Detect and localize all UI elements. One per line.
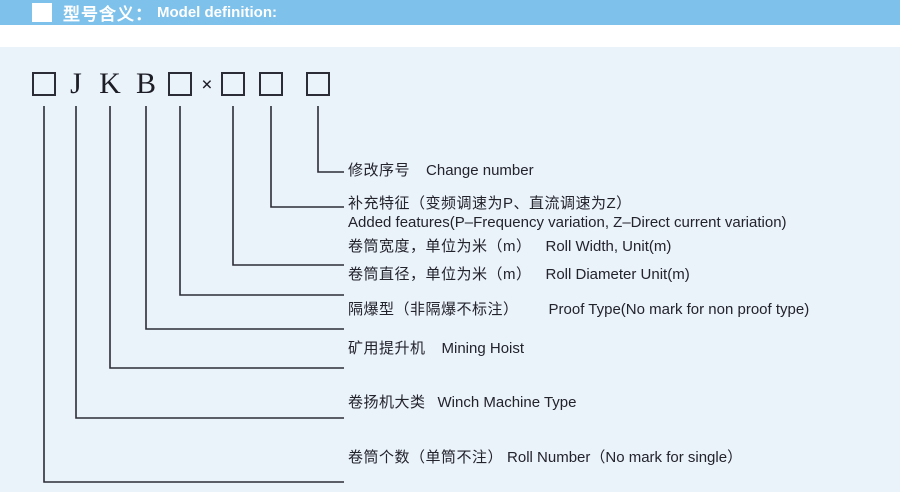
label-roll-diameter-en: Roll Diameter Unit(m): [545, 266, 690, 283]
label-mining-hoist-en: Mining Hoist: [441, 340, 525, 357]
model-box-roll-diameter: [168, 72, 192, 96]
connector-change-number: [317, 106, 344, 173]
connector-proof-type: [145, 106, 344, 330]
label-added-features-en: Added features(P–Frequency variation, Z–…: [348, 214, 787, 231]
label-added-features: 补充特征（变频调速为P、直流调速为Z） Added features(P–Fre…: [348, 194, 787, 232]
model-box-change-number: [306, 72, 330, 96]
label-proof-type-en: Proof Type(No mark for non proof type): [548, 301, 810, 318]
model-box-roll-width: [221, 72, 245, 96]
label-roll-number: 卷筒个数（单筒不注） Roll Number（No mark for singl…: [348, 449, 742, 467]
connector-added-features: [270, 106, 344, 208]
multiply-sign: ×: [201, 74, 213, 96]
label-mining-hoist-zh: 矿用提升机: [348, 340, 426, 357]
label-winch-class-en: Winch Machine Type: [437, 394, 577, 411]
label-roll-diameter: 卷筒直径，单位为米（m） Roll Diameter Unit(m): [348, 266, 690, 284]
connector-winch-class: [75, 106, 344, 419]
label-added-features-zh: 补充特征（变频调速为P、直流调速为Z）: [348, 195, 632, 212]
label-change-number: 修改序号 Change number: [348, 162, 534, 180]
connector-mining-hoist: [109, 106, 344, 369]
section-title-en: Model definition:: [157, 4, 277, 21]
label-roll-number-zh: 卷筒个数（单筒不注）: [348, 449, 504, 466]
connector-roll-number: [43, 106, 344, 483]
label-winch-class: 卷扬机大类 Winch Machine Type: [348, 394, 576, 412]
label-roll-width-zh: 卷筒宽度，单位为米（m）: [348, 238, 532, 255]
label-proof-type: 隔爆型（非隔爆不标注） Proof Type(No mark for non p…: [348, 301, 809, 319]
label-roll-diameter-zh: 卷筒直径，单位为米（m）: [348, 266, 532, 283]
model-letter-k: K: [99, 67, 121, 100]
label-change-number-zh: 修改序号: [348, 162, 411, 179]
section-header: 型号含义： Model definition:: [0, 0, 900, 25]
label-change-number-en: Change number: [426, 162, 534, 179]
label-roll-width-en: Roll Width, Unit(m): [545, 238, 672, 255]
label-winch-class-zh: 卷扬机大类: [348, 394, 426, 411]
section-title-zh: 型号含义：: [63, 5, 153, 24]
connector-roll-width: [232, 106, 344, 266]
model-letter-j: J: [70, 67, 82, 100]
label-mining-hoist: 矿用提升机 Mining Hoist: [348, 340, 524, 358]
model-box-roll-number: [32, 72, 56, 96]
label-proof-type-zh: 隔爆型（非隔爆不标注）: [348, 301, 519, 318]
square-bullet-icon: [32, 3, 52, 22]
model-box-added-features: [259, 72, 283, 96]
label-roll-width: 卷筒宽度，单位为米（m） Roll Width, Unit(m): [348, 238, 671, 256]
connector-roll-diameter: [179, 106, 344, 296]
model-letter-b: B: [135, 67, 156, 100]
label-roll-number-en: Roll Number（No mark for single）: [507, 449, 743, 466]
